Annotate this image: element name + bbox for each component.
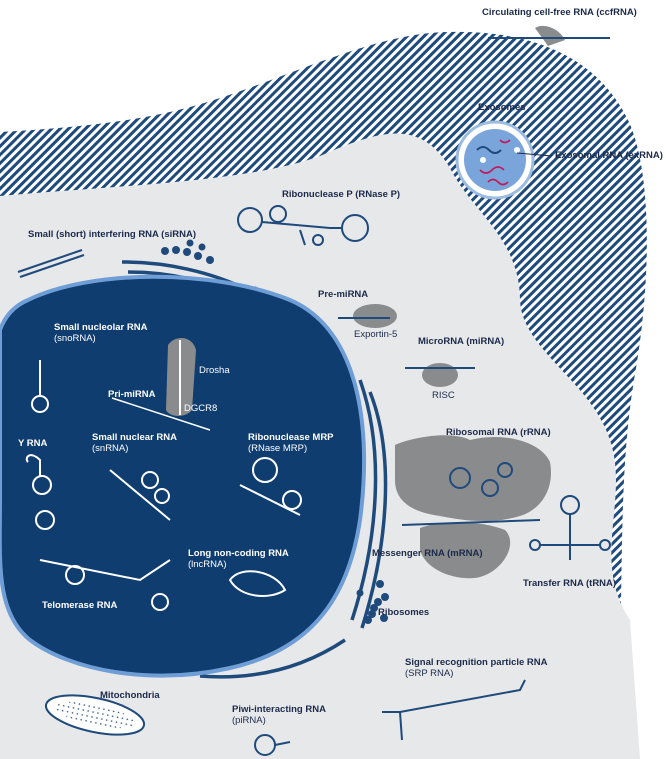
trna-structure [529,495,611,560]
label-exrna: Exosomal RNA (exRNA) [555,150,663,161]
nuclear-rna-structures [25,360,302,611]
exosome [455,120,553,200]
label-sirna: Small (short) interfering RNA (siRNA) [28,229,197,240]
label-primirna: Pri-miRNA [108,389,156,400]
label-ribosomes: Ribosomes [378,607,430,618]
label-mrna: Messenger RNA (mRNA) [372,548,483,559]
ccfrna-strand [488,25,610,46]
label-exosomes: Exosomes [478,102,526,113]
label-srp: Signal recognition particle RNA(SRP RNA) [405,657,548,679]
label-dgcr8: DGCR8 [184,403,218,414]
label-rnasep: Ribonuclease P (RNase P) [282,189,401,200]
label-mirna: MicroRNA (miRNA) [418,336,505,347]
label-snrna: Small nuclear RNA(snRNA) [92,432,177,454]
pirna-structure [254,734,291,756]
label-premirna: Pre-miRNA [318,289,369,300]
label-ccfrna: Circulating cell-free RNA (ccfRNA) [482,7,637,18]
label-rrna: Ribosomal RNA (rRNA) [446,427,551,438]
ribosomes-cluster [368,598,388,622]
label-rnase-mrp: Ribonuclease MRP(RNase MRP) [248,432,334,454]
label-lncrna: Long non-coding RNA(lncRNA) [188,548,289,570]
label-risc: RISC [432,390,455,401]
label-yrna: Y RNA [18,438,48,449]
label-pirna: Piwi-interacting RNA(piRNA) [232,704,326,726]
nucleus [0,274,367,678]
ribosome-rrna [395,435,551,579]
premirna-exportin [338,304,397,328]
rnasep-structure [237,205,369,246]
drosha-complex [111,338,211,431]
label-exportin: Exportin-5 [354,329,398,340]
label-trna: Transfer RNA (tRNA) [523,578,617,589]
mirna-risc [405,363,475,387]
label-telomerase: Telomerase RNA [42,600,118,611]
mitochondria-shape [44,694,146,736]
srp-rna-structure [382,679,526,741]
label-mitochondria: Mitochondria [100,690,160,701]
sirna-duplex [17,249,85,278]
label-drosha: Drosha [199,365,230,376]
label-snorna: Small nucleolar RNA(snoRNA) [54,322,148,344]
